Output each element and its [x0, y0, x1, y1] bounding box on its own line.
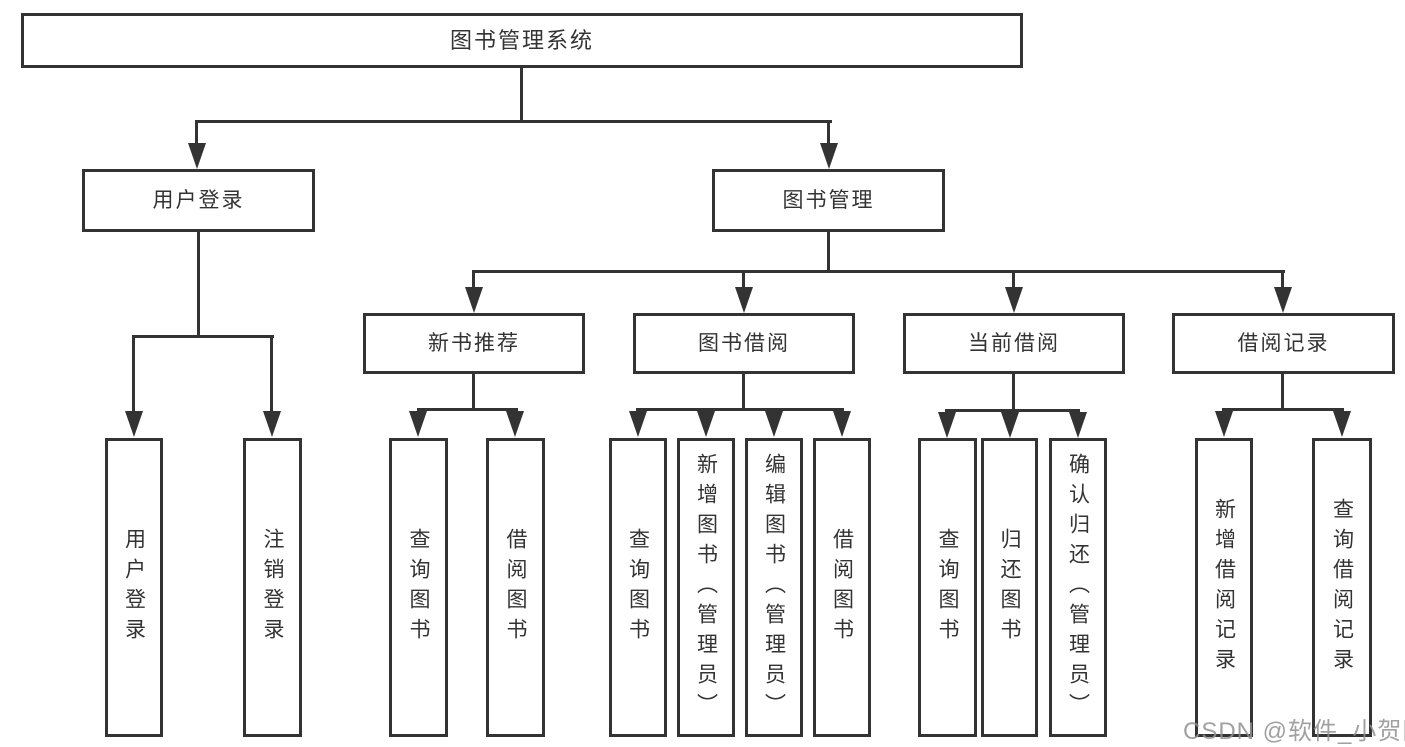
node-book-mgmt: 图书管理	[712, 169, 945, 232]
node-br-query: 查询借阅记录	[1312, 438, 1372, 737]
arrow-down-icon	[833, 411, 851, 437]
connector-groupC-drop	[1012, 374, 1015, 412]
connector-ul-logout-stub	[270, 335, 273, 413]
node-cb-confirm: 确认归还（管理员）	[1049, 438, 1107, 737]
node-cb-query: 查询图书	[918, 438, 977, 737]
arrow-down-icon	[188, 143, 206, 169]
connector-book-mgmt-stub	[827, 120, 830, 145]
arrow-down-icon	[629, 411, 647, 437]
connector-root-drop	[520, 68, 523, 121]
arrow-down-icon	[409, 411, 427, 437]
connector-groupB-drop	[742, 374, 745, 411]
node-bb-add: 新增图书（管理员）	[677, 438, 735, 737]
connector-ul-login-stub	[132, 335, 135, 413]
csdn-watermark: CSDN @软件_小贺同学	[1183, 718, 1405, 745]
connector-groupA-drop	[472, 374, 475, 411]
connector-new-book-rec-stub	[472, 270, 475, 288]
connector-level3-bus	[472, 270, 1285, 273]
connector-groupD-bus	[1222, 408, 1344, 411]
node-root-title: 图书管理系统	[21, 13, 1023, 68]
connector-current-borrow-stub	[1012, 270, 1015, 288]
arrow-down-icon	[1274, 287, 1292, 313]
arrow-down-icon	[1333, 411, 1351, 437]
node-bb-query: 查询图书	[609, 438, 667, 737]
arrow-down-icon	[735, 287, 753, 313]
connector-book-borrow-stub	[742, 270, 745, 288]
connector-groupA-bus	[417, 408, 518, 411]
connector-user-login-stub	[195, 120, 198, 145]
arrow-down-icon	[1069, 412, 1087, 438]
node-user-login: 用户登录	[82, 169, 315, 232]
node-borrow-record: 借阅记录	[1172, 313, 1395, 374]
arrow-down-icon	[506, 411, 524, 437]
connector-user-login-bus	[132, 335, 274, 338]
connector-book-mgmt-drop	[827, 232, 830, 273]
arrow-down-icon	[1001, 412, 1019, 438]
node-cb-return: 归还图书	[981, 438, 1038, 737]
node-bb-edit: 编辑图书（管理员）	[745, 438, 803, 737]
node-nb-borrow: 借阅图书	[486, 438, 545, 737]
connector-borrow-record-stub	[1281, 270, 1284, 288]
connector-groupC-bus	[945, 409, 1080, 412]
connector-groupD-drop	[1281, 374, 1284, 411]
node-bb-borrow: 借阅图书	[813, 438, 871, 737]
node-nb-query: 查询图书	[389, 438, 448, 737]
node-ul-logout: 注销登录	[243, 438, 302, 737]
connector-level2-bus	[195, 120, 832, 123]
arrow-down-icon	[263, 411, 281, 437]
arrow-down-icon	[697, 411, 715, 437]
node-br-add: 新增借阅记录	[1195, 438, 1253, 737]
arrow-down-icon	[1215, 411, 1233, 437]
connector-groupB-bus	[636, 408, 844, 411]
arrow-down-icon	[125, 411, 143, 437]
arrow-down-icon	[938, 412, 956, 438]
arrow-down-icon	[1005, 287, 1023, 313]
node-new-book-rec: 新书推荐	[363, 313, 585, 374]
connector-user-login-drop	[197, 232, 200, 337]
arrow-down-icon	[765, 411, 783, 437]
node-current-borrow: 当前借阅	[903, 313, 1125, 374]
arrow-down-icon	[820, 143, 838, 169]
node-ul-login: 用户登录	[105, 438, 163, 737]
node-book-borrow: 图书借阅	[633, 313, 855, 374]
arrow-down-icon	[465, 287, 483, 313]
